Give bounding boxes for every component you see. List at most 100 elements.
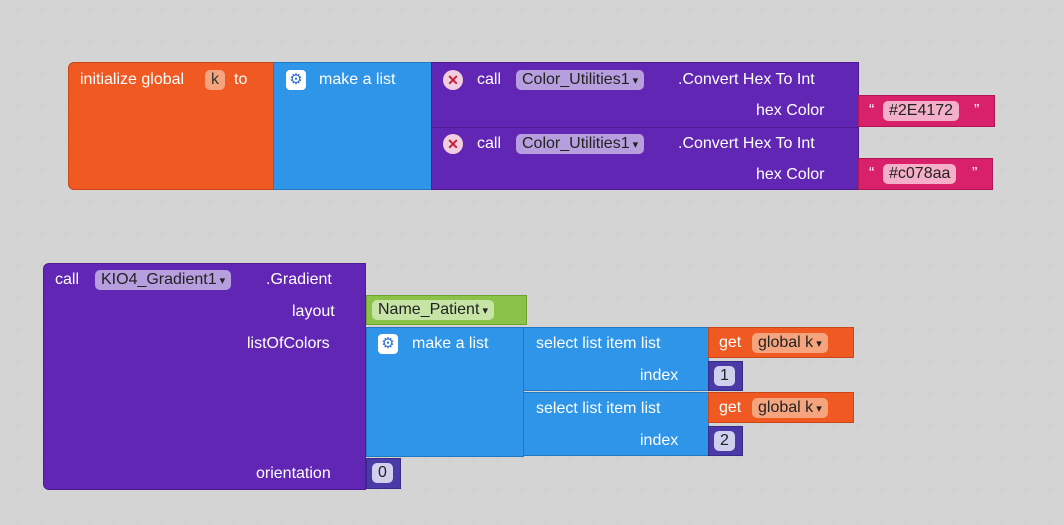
gradient-call-block[interactable]: call KIO4_Gradient1 .Gradient layout lis…: [43, 263, 366, 490]
convert-hex-call-1[interactable]: ✕ call Color_Utilities1 .Convert Hex To …: [431, 62, 859, 128]
grid-cross: [326, 230, 333, 237]
number-value[interactable]: 2: [714, 431, 735, 451]
grid-cross: [758, 422, 765, 429]
grid-cross: [830, 230, 837, 237]
grid-cross: [38, 326, 45, 333]
gear-icon[interactable]: ⚙: [286, 70, 306, 90]
layout-dropdown[interactable]: Name_Patient: [372, 300, 494, 320]
grid-cross: [614, 198, 621, 205]
grid-cross: [974, 454, 981, 461]
grid-cross: [62, 102, 69, 109]
make-list-block-2[interactable]: ⚙ make a list: [366, 327, 524, 457]
grid-cross: [854, 326, 861, 333]
grid-cross: [662, 198, 669, 205]
grid-cross: [542, 262, 549, 269]
grid-cross: [518, 486, 525, 493]
grid-cross: [902, 6, 909, 13]
grid-cross: [566, 198, 573, 205]
index-label: index: [640, 367, 679, 384]
grid-cross: [878, 422, 885, 429]
grid-cross: [230, 38, 237, 45]
grid-cross: [998, 294, 1005, 301]
grid-cross: [902, 390, 909, 397]
grid-cross: [398, 198, 405, 205]
grid-cross: [734, 422, 741, 429]
component-dropdown[interactable]: Color_Utilities1: [516, 70, 645, 90]
hex-string-value[interactable]: #c078aa: [883, 164, 957, 184]
grid-cross: [470, 486, 477, 493]
get-global-k-block-1[interactable]: get global k: [708, 327, 854, 358]
grid-cross: [806, 486, 813, 493]
number-block-2[interactable]: 2: [708, 426, 743, 456]
grid-cross: [278, 38, 285, 45]
grid-cross: [710, 262, 717, 269]
grid-cross: [806, 454, 813, 461]
list-of-colors-label: listOfColors: [247, 335, 330, 352]
grid-cross: [854, 6, 861, 13]
grid-cross: [662, 294, 669, 301]
grid-cross: [14, 294, 21, 301]
grid-cross: [806, 422, 813, 429]
grid-cross: [110, 6, 117, 13]
grid-cross: [542, 454, 549, 461]
number-value[interactable]: 0: [372, 463, 393, 483]
global-var-name[interactable]: k: [205, 70, 225, 90]
grid-cross: [974, 294, 981, 301]
component-dropdown[interactable]: Color_Utilities1: [516, 134, 645, 154]
gear-icon[interactable]: ⚙: [378, 334, 398, 354]
grid-cross: [398, 6, 405, 13]
number-block-1[interactable]: 1: [708, 361, 743, 391]
grid-cross: [926, 38, 933, 45]
convert-hex-call-2[interactable]: ✕ call Color_Utilities1 .Convert Hex To …: [431, 127, 859, 190]
grid-cross: [542, 230, 549, 237]
grid-cross: [374, 262, 381, 269]
select-list-item-2[interactable]: select list item list index: [523, 392, 709, 456]
grid-cross: [974, 70, 981, 77]
var-dropdown[interactable]: global k: [752, 398, 828, 418]
grid-cross: [374, 6, 381, 13]
var-dropdown[interactable]: global k: [752, 333, 828, 353]
grid-cross: [926, 422, 933, 429]
grid-cross: [518, 262, 525, 269]
grid-cross: [830, 422, 837, 429]
quote-open: “: [869, 102, 875, 119]
grid-cross: [710, 454, 717, 461]
grid-cross: [662, 262, 669, 269]
grid-cross: [38, 198, 45, 205]
grid-cross: [134, 6, 141, 13]
hex-string-value[interactable]: #2E4172: [883, 101, 960, 121]
layout-component-block[interactable]: Name_Patient: [366, 295, 527, 325]
grid-cross: [878, 294, 885, 301]
error-icon[interactable]: ✕: [443, 70, 463, 90]
grid-cross: [494, 262, 501, 269]
initialize-global-block[interactable]: initialize global k to: [68, 62, 274, 190]
grid-cross: [398, 38, 405, 45]
grid-cross: [446, 6, 453, 13]
error-icon[interactable]: ✕: [443, 134, 463, 154]
grid-cross: [14, 262, 21, 269]
grid-cross: [926, 454, 933, 461]
grid-cross: [422, 198, 429, 205]
grid-cross: [182, 38, 189, 45]
grid-cross: [998, 134, 1005, 141]
grid-cross: [1022, 294, 1029, 301]
grid-cross: [950, 6, 957, 13]
grid-cross: [902, 70, 909, 77]
text-string-block-1[interactable]: “ #2E4172 ”: [858, 95, 995, 127]
grid-cross: [254, 38, 261, 45]
grid-cross: [974, 486, 981, 493]
select-list-item-1[interactable]: select list item list index: [523, 327, 709, 391]
grid-cross: [1022, 38, 1029, 45]
grid-cross: [590, 38, 597, 45]
orientation-number-block[interactable]: 0: [366, 458, 401, 489]
grid-cross: [782, 230, 789, 237]
number-value[interactable]: 1: [714, 366, 735, 386]
grid-cross: [710, 6, 717, 13]
make-list-block[interactable]: ⚙ make a list: [273, 62, 432, 190]
get-global-k-block-2[interactable]: get global k: [708, 392, 854, 423]
text-string-block-2[interactable]: “ #c078aa ”: [858, 158, 993, 190]
grid-cross: [422, 230, 429, 237]
grid-cross: [638, 294, 645, 301]
grid-cross: [974, 198, 981, 205]
component-dropdown[interactable]: KIO4_Gradient1: [95, 270, 232, 290]
